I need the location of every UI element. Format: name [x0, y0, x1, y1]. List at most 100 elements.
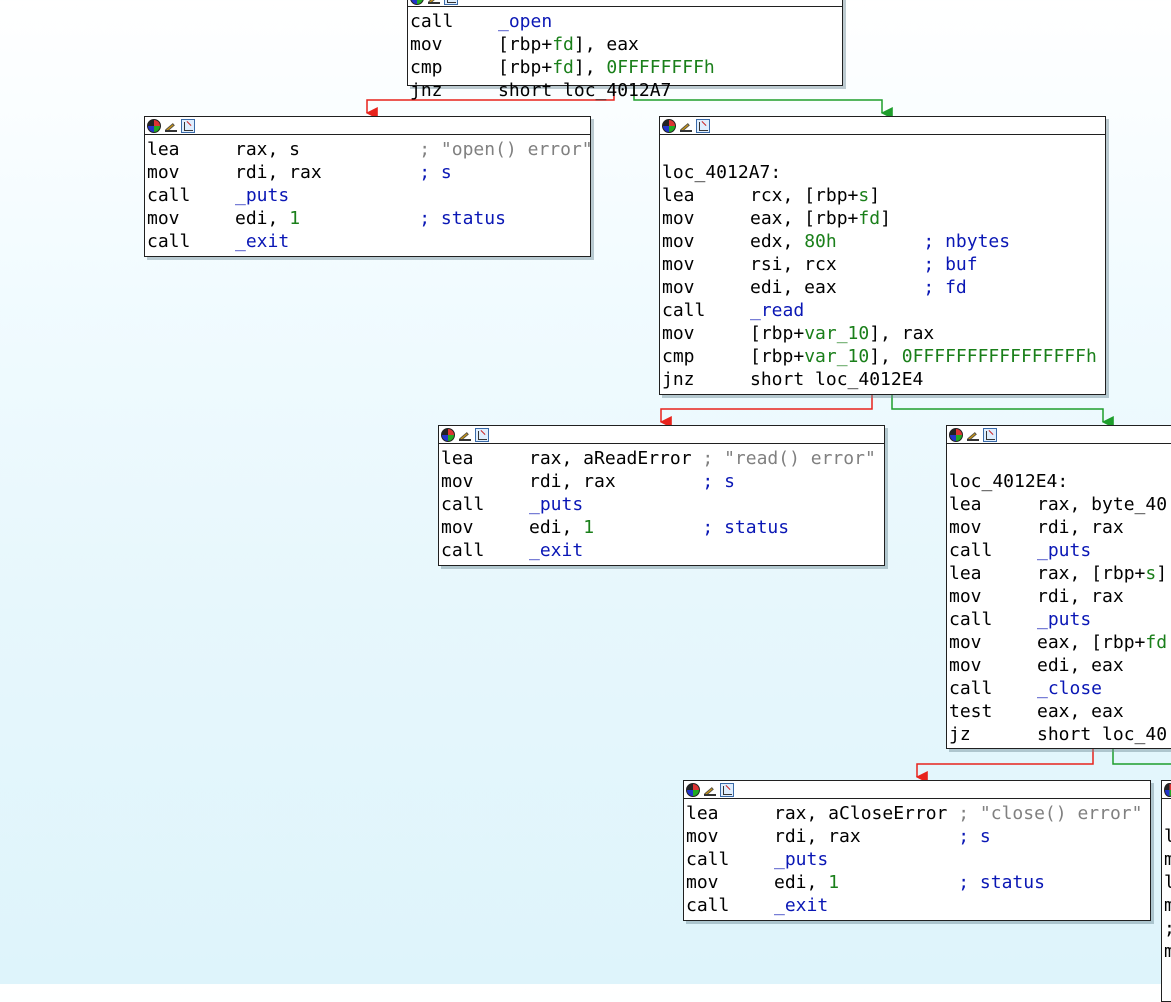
graph-view-icon[interactable] [696, 118, 710, 133]
instruction-line[interactable]: call_open [410, 10, 840, 33]
instruction-line[interactable]: call_exit [147, 230, 588, 253]
edit-pencil-icon[interactable] [458, 428, 472, 442]
color-wheel-icon[interactable] [686, 782, 700, 797]
instruction-line[interactable]: m [1164, 848, 1171, 871]
instruction-line[interactable]: cmp[rbp+fd], 0FFFFFFFFh [410, 56, 840, 79]
instruction-line[interactable]: mov[rbp+var_10], rax [662, 322, 1103, 345]
operand: ], eax [573, 34, 639, 55]
instruction-line[interactable]: mov[rbp+fd], eax [410, 33, 840, 56]
mnemonic: mov [147, 208, 180, 229]
instruction-line[interactable]: call_puts [441, 493, 882, 516]
symbol-name: _puts [529, 494, 584, 515]
instruction-line[interactable]: call_exit [441, 539, 882, 562]
mnemonic: lea [686, 803, 719, 824]
color-wheel-icon[interactable] [441, 427, 455, 442]
instruction-line[interactable]: m [1164, 894, 1171, 917]
graph-view-icon[interactable] [475, 427, 489, 442]
numeric-operand: fd [858, 208, 881, 229]
instruction-line[interactable]: call_puts [686, 848, 1148, 871]
location-label[interactable]: loc_4012A7: [662, 162, 782, 183]
mnemonic: jnz [662, 369, 695, 390]
operand: ] [880, 208, 891, 229]
color-wheel-icon[interactable] [1164, 782, 1171, 797]
instruction-line[interactable]: call_close [949, 677, 1171, 700]
instruction-line[interactable]: m [1164, 940, 1171, 963]
mnemonic: mov [662, 208, 695, 229]
location-label[interactable]: loc_4012E4: [949, 471, 1069, 492]
instruction-line[interactable]: ; [1164, 917, 1171, 940]
graph-view-icon[interactable] [720, 782, 734, 797]
instruction-line[interactable]: call_read [662, 299, 1103, 322]
edit-pencil-icon[interactable] [679, 119, 693, 133]
mnemonic: call [410, 11, 454, 32]
true-edge [1112, 748, 1171, 765]
comment: ; "close() error" [958, 803, 1143, 824]
edit-pencil-icon[interactable] [966, 428, 980, 442]
graph-view-icon[interactable] [444, 0, 458, 5]
instruction-line[interactable]: call _exit [686, 894, 1148, 917]
color-wheel-icon[interactable] [662, 118, 676, 133]
graph-view-icon[interactable] [181, 118, 195, 133]
graph-view-icon[interactable] [983, 427, 997, 442]
color-wheel-icon[interactable] [410, 0, 424, 5]
symbol-name: _exit [774, 895, 829, 916]
operand: rdi, rax [1037, 586, 1124, 607]
color-wheel-icon[interactable] [949, 427, 963, 442]
numeric-operand: 1 [828, 872, 840, 893]
symbol-name: ; status [958, 872, 1045, 893]
instruction-line[interactable] [1164, 802, 1171, 825]
numeric-operand: fd [552, 57, 574, 78]
comment: ; "read() error" [702, 448, 876, 469]
symbol-name: _exit [529, 540, 584, 561]
edit-pencil-icon[interactable] [427, 0, 441, 5]
instruction-line[interactable]: l [1164, 825, 1171, 848]
instruction-line[interactable]: call_puts [147, 184, 588, 207]
instruction-line[interactable]: l [1164, 871, 1171, 894]
block-header [684, 781, 1150, 799]
operand: ] [869, 185, 881, 206]
instruction-line[interactable]: cmp[rbp+var_10], 0FFFFFFFFFFFFFFFFh [662, 345, 1103, 368]
instruction-line[interactable]: call_puts [949, 608, 1171, 631]
color-wheel-icon[interactable] [147, 118, 161, 133]
mnemonic: lea [662, 185, 695, 206]
edit-pencil-icon[interactable] [164, 119, 178, 133]
operand: eax, eax [1037, 701, 1124, 722]
edit-pencil-icon[interactable] [703, 783, 717, 797]
operand: edi, [774, 872, 829, 893]
instruction-line[interactable]: call_puts [949, 539, 1171, 562]
mnemonic: m [1164, 849, 1171, 870]
mnemonic: call [686, 895, 730, 916]
